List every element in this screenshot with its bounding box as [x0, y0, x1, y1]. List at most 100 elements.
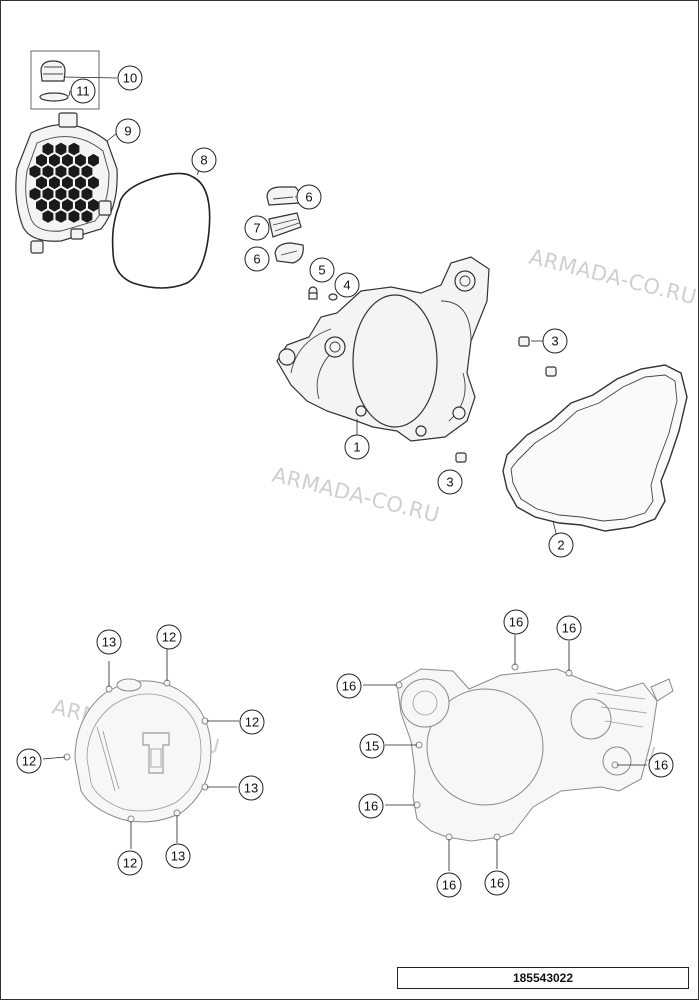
honeycomb-cell — [36, 176, 47, 190]
honeycomb-cell — [55, 142, 67, 156]
svg-text:2: 2 — [557, 538, 564, 553]
svg-text:16: 16 — [442, 878, 456, 893]
outer-clutch-cover — [42, 647, 239, 849]
callout-16-top-b[interactable]: 16 — [556, 615, 582, 641]
callout-13-right[interactable]: 13 — [238, 775, 264, 801]
dowel-pin-b — [545, 366, 557, 377]
callout-12-right[interactable]: 12 — [239, 709, 265, 735]
callout-5[interactable]: 5 — [309, 257, 335, 283]
dowel-pin-c — [455, 452, 467, 463]
callout-16-bottom-a[interactable]: 16 — [436, 872, 462, 898]
svg-text:3: 3 — [551, 334, 558, 349]
honeycomb-cell — [62, 176, 73, 190]
callout-12-bottom[interactable]: 12 — [117, 850, 143, 876]
svg-text:16: 16 — [364, 799, 378, 814]
svg-text:6: 6 — [253, 252, 260, 267]
svg-text:9: 9 — [124, 124, 131, 139]
honeycomb-cell — [75, 153, 86, 167]
svg-text:10: 10 — [123, 71, 137, 86]
small-parts-group — [266, 186, 338, 301]
callout-16-left-top[interactable]: 16 — [336, 673, 362, 699]
honeycomb-cell — [49, 176, 60, 190]
svg-text:12: 12 — [245, 715, 259, 730]
clutch-opening-outline — [426, 688, 544, 806]
svg-text:7: 7 — [253, 221, 260, 236]
callout-13-top[interactable]: 13 — [96, 629, 122, 655]
document-number: 185543022 — [512, 971, 574, 985]
callout-6-top[interactable]: 6 — [296, 184, 322, 210]
plug-box — [30, 50, 100, 110]
callout-4[interactable]: 4 — [334, 272, 360, 298]
svg-text:5: 5 — [318, 263, 325, 278]
svg-text:16: 16 — [562, 621, 576, 636]
honeycomb-cell — [75, 198, 86, 212]
honeycomb-cell — [42, 210, 54, 223]
honeycomb-cell — [62, 198, 73, 212]
callout-3-bottom[interactable]: 3 — [437, 469, 463, 495]
honeycomb-mesh — [29, 142, 99, 223]
svg-text:8: 8 — [200, 153, 207, 168]
callout-3-top[interactable]: 3 — [542, 328, 568, 354]
callout-2[interactable]: 2 — [548, 532, 574, 558]
svg-text:16: 16 — [509, 615, 523, 630]
honeycomb-cell — [88, 198, 99, 212]
clutch-cover-gasket — [502, 364, 688, 538]
svg-text:3: 3 — [446, 475, 453, 490]
clutch-cover-opening — [352, 294, 438, 428]
honeycomb-cell — [29, 165, 41, 178]
clutch-cover-guard — [15, 112, 118, 254]
honeycomb-cell — [68, 165, 80, 178]
inspection-plug-group — [30, 50, 118, 110]
dowel-pin-a — [518, 336, 530, 347]
honeycomb-cell — [55, 210, 67, 223]
svg-text:12: 12 — [123, 856, 137, 871]
svg-text:13: 13 — [171, 849, 185, 864]
dowel-pins — [455, 336, 557, 463]
svg-text:13: 13 — [244, 781, 258, 796]
honeycomb-cell — [81, 210, 93, 223]
honeycomb-cell — [62, 153, 73, 167]
document-number-box: 185543022 — [397, 967, 689, 989]
callout-12-top[interactable]: 12 — [156, 624, 182, 650]
svg-text:6: 6 — [305, 190, 312, 205]
callout-7[interactable]: 7 — [244, 215, 270, 241]
clutch-cover — [276, 256, 490, 442]
honeycomb-cell — [36, 153, 47, 167]
rubber-plug-top — [266, 186, 301, 206]
callout-9[interactable]: 9 — [115, 118, 141, 144]
honeycomb-cell — [88, 153, 99, 167]
honeycomb-cell — [55, 187, 67, 201]
honeycomb-cell — [42, 142, 54, 156]
watermark-middle: ARMADA-CO.RU — [270, 463, 442, 528]
svg-text:1: 1 — [353, 440, 360, 455]
crankcase-cover-outline — [363, 635, 674, 871]
honeycomb-cell — [42, 187, 54, 201]
callout-16-right[interactable]: 16 — [648, 752, 674, 778]
callout-16-bottom-b[interactable]: 16 — [484, 870, 510, 896]
callout-1[interactable]: 1 — [344, 434, 370, 460]
svg-text:12: 12 — [162, 630, 176, 645]
inspection-plug — [40, 60, 66, 82]
honeycomb-cell — [88, 176, 99, 190]
honeycomb-cell — [55, 165, 67, 178]
svg-text:4: 4 — [343, 278, 350, 293]
callout-8[interactable]: 8 — [191, 147, 217, 173]
callout-13-bottom[interactable]: 13 — [165, 843, 191, 869]
callout-16-top-a[interactable]: 16 — [503, 609, 529, 635]
svg-text:15: 15 — [365, 739, 379, 754]
callout-10[interactable]: 10 — [117, 65, 143, 91]
callout-11[interactable]: 11 — [70, 78, 96, 104]
honeycomb-cell — [49, 153, 60, 167]
honeycomb-cell — [29, 187, 41, 201]
honeycomb-cell — [42, 165, 54, 178]
callout-16-left-bottom[interactable]: 16 — [358, 793, 384, 819]
plug-o-ring — [39, 92, 69, 102]
honeycomb-cell — [36, 198, 47, 212]
callout-12-left[interactable]: 12 — [16, 748, 42, 774]
callout-6-bottom[interactable]: 6 — [244, 246, 270, 272]
svg-text:16: 16 — [654, 758, 668, 773]
honeycomb-cell — [49, 198, 60, 212]
callout-15[interactable]: 15 — [359, 733, 385, 759]
